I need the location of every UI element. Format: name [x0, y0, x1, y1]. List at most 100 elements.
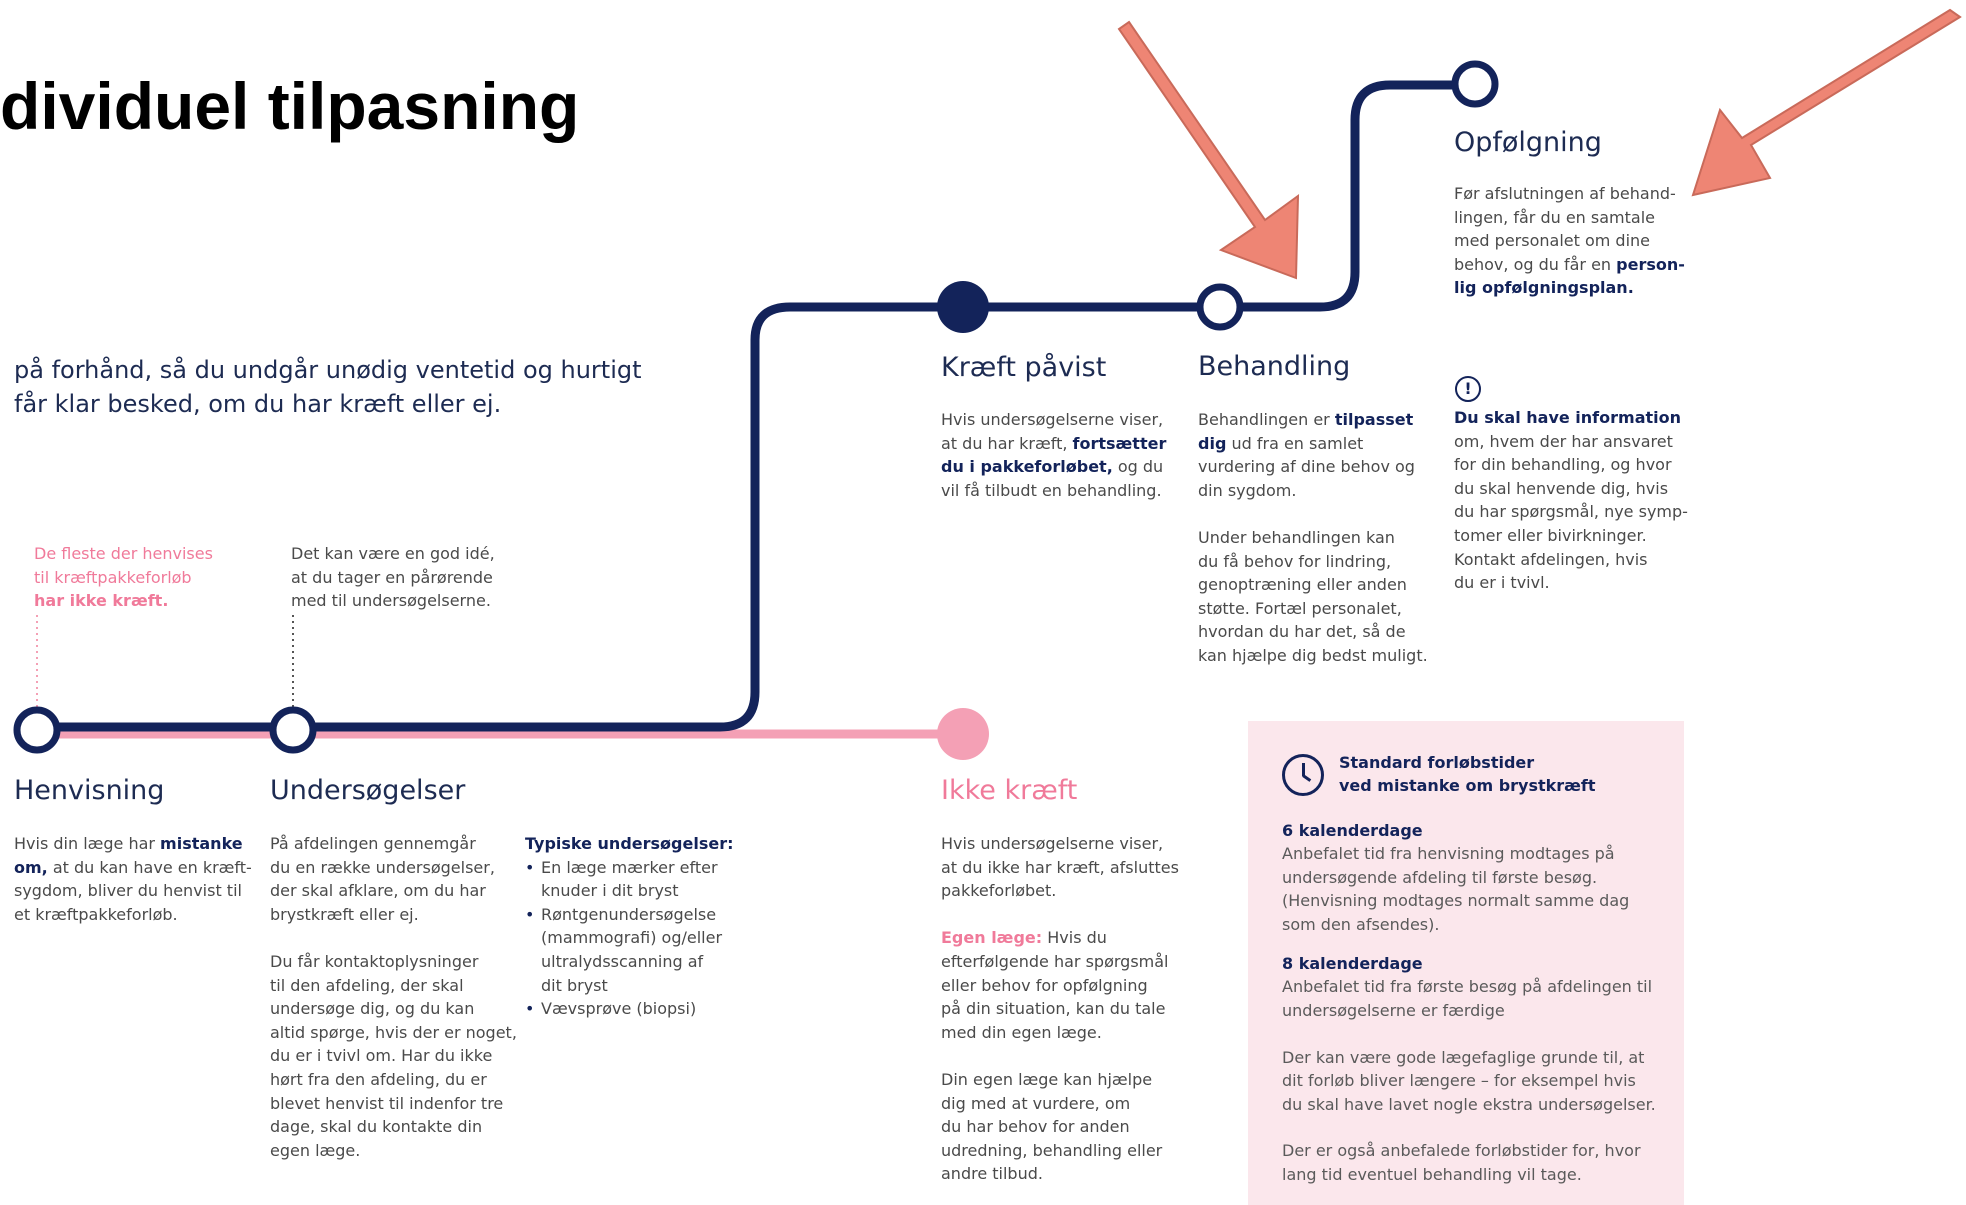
opfolgning-title: Opfølgning: [1454, 127, 1602, 158]
stop-kraeft-pavist: [937, 281, 989, 333]
list-item-line: (mammografi) og/eller: [541, 928, 723, 948]
behandling-line: vurdering af dine behov og: [1198, 457, 1415, 477]
ikke-kraeft-line: du har behov for anden: [941, 1117, 1130, 1137]
intro-text: på forhånd, så du undgår unødig ventetid…: [14, 353, 642, 421]
note-grey-line: at du tager en pårørende: [291, 567, 493, 587]
stop-henvisning: [13, 706, 61, 754]
note-pink-line: til kræftpakkeforløb: [34, 567, 192, 587]
list-item: Røntgenundersøgelse (mammografi) og/elle…: [525, 903, 733, 997]
stop-ikke-kraeft: [937, 708, 989, 760]
kraeft-pavist-text: Hvis undersøgelserne viser, at du har kr…: [941, 408, 1166, 502]
exclamation-icon: !: [1455, 376, 1481, 402]
standard-box-title-line: Standard forløbstider: [1339, 753, 1535, 772]
undersogelser-line: du er i tvivl om. Har du ikke: [270, 1046, 493, 1066]
ikke-kraeft-line: pakkeforløbet.: [941, 881, 1057, 901]
list-item-line: Vævsprøve (biopsi): [541, 999, 697, 1019]
egen-laege-label: Egen læge:: [941, 928, 1043, 948]
ikke-kraeft-line: at du ikke har kræft, afsluttes: [941, 857, 1179, 877]
behandling-line: hvordan du har det, så de: [1198, 622, 1406, 642]
information-line: tomer eller bivirkninger.: [1454, 525, 1647, 545]
ikke-kraeft-line: med din egen læge.: [941, 1022, 1102, 1042]
ikke-kraeft-line: efterfølgende har spørgsmål: [941, 951, 1169, 971]
opfolgning-line: lingen, får du en samtale: [1454, 207, 1655, 227]
deadline-line: Anbefalet tid fra henvisning modtages på: [1282, 844, 1615, 863]
list-item-line: dit bryst: [541, 975, 608, 995]
ikke-kraeft-line: Egen læge: Hvis du: [941, 926, 1179, 950]
list-item-line: En læge mærker efter: [541, 857, 718, 877]
information-line: Kontakt afdelingen, hvis: [1454, 549, 1648, 569]
information-heading: Du skal have information: [1454, 408, 1681, 427]
henvisning-line: Hvis din læge har mistanke: [14, 832, 252, 856]
box-note-line: Der kan være gode lægefaglige grunde til…: [1282, 1047, 1645, 1067]
undersogelser-line: brystkræft eller ej.: [270, 904, 419, 924]
examination-items: En læge mærker efter knuder i dit bryst …: [525, 856, 733, 1021]
standard-box-title-line: ved mistanke om brystkræft: [1339, 776, 1596, 795]
kraeft-pavist-line: Hvis undersøgelserne viser,: [941, 410, 1164, 429]
note-grey-line: Det kan være en god idé,: [291, 544, 495, 563]
text-emphasis: du i pakkeforløbet,: [941, 457, 1113, 477]
list-item: En læge mærker efter knuder i dit bryst: [525, 856, 733, 903]
kraeft-pavist-line: at du har kræft, fortsætter: [941, 432, 1166, 456]
undersogelser-line: til den afdeling, der skal: [270, 975, 464, 995]
opfolgning-line: Før afslutningen af behand-: [1454, 184, 1676, 203]
paragraph-gap: [1282, 1116, 1656, 1139]
stop-behandling: [1196, 283, 1244, 331]
undersogelser-line: blevet henvist til indenfor tre: [270, 1093, 504, 1113]
undersogelser-line: På afdelingen gennemgår: [270, 834, 476, 853]
opfolgning-text: Før afslutningen af behand- lingen, får …: [1454, 182, 1685, 300]
information-line: du er i tvivl.: [1454, 573, 1550, 593]
text-emphasis: dig: [1198, 433, 1227, 453]
list-item-line: knuder i dit bryst: [541, 881, 679, 901]
text-emphasis: mistanke: [160, 834, 243, 853]
henvisning-line: sygdom, bliver du henvist til: [14, 881, 242, 901]
box-note-line: du skal have lavet nogle ekstra undersøg…: [1282, 1094, 1656, 1114]
ikke-kraeft-title: Ikke kræft: [941, 775, 1078, 806]
information-line: du har spørgsmål, nye symp-: [1454, 502, 1688, 522]
opfolgning-line: lig opfølgningsplan.: [1454, 276, 1685, 300]
note-grey-line: med til undersøgelserne.: [291, 591, 491, 611]
text-span: Behandlingen er: [1198, 410, 1335, 429]
text-span: at du kan have en kræft-: [47, 857, 252, 877]
undersogelser-line: Du får kontaktoplysninger: [270, 951, 479, 971]
behandling-title: Behandling: [1198, 351, 1351, 382]
ikke-kraeft-text: Hvis undersøgelserne viser, at du ikke h…: [941, 832, 1179, 1186]
paragraph-gap: [270, 926, 517, 950]
undersogelser-line: der skal afklare, om du har: [270, 881, 486, 901]
behandling-line: du få behov for lindring,: [1198, 551, 1392, 571]
text-emphasis: om,: [14, 857, 48, 877]
behandling-line: dig ud fra en samlet: [1198, 432, 1428, 456]
deadline-line: (Henvisning modtages normalt samme dag: [1282, 891, 1630, 911]
standard-box-content: 6 kalenderdage Anbefalet tid fra henvisn…: [1282, 819, 1656, 1187]
deadline-line: undersøgelserne er færdige: [1282, 1000, 1505, 1020]
page-title: dividuel tilpasning: [0, 69, 580, 143]
standard-times-box: Standard forløbstider ved mistanke om br…: [1248, 721, 1684, 1205]
text-span: Hvis din læge har: [14, 834, 161, 853]
intro-line-1: på forhånd, så du undgår unødig ventetid…: [14, 356, 642, 384]
behandling-line: genoptræning eller anden: [1198, 575, 1407, 595]
ikke-kraeft-line: på din situation, kan du tale: [941, 999, 1166, 1019]
note-pink-line: De fleste der henvises: [34, 544, 213, 563]
undersogelser-line: altid spørge, hvis der er noget,: [270, 1022, 517, 1042]
behandling-line: Under behandlingen kan: [1198, 527, 1395, 547]
navy-main-line: [37, 80, 1475, 732]
ikke-kraeft-line: Hvis undersøgelserne viser,: [941, 834, 1164, 853]
undersogelser-line: du en række undersøgelser,: [270, 857, 495, 877]
box-note-line: dit forløb bliver længere – for eksempel…: [1282, 1071, 1636, 1091]
note-pink: De fleste der henvises til kræftpakkefor…: [34, 542, 213, 613]
henvisning-line: om, at du kan have en kræft-: [14, 856, 252, 880]
typical-examinations-list: Typiske undersøgelser: En læge mærker ef…: [525, 832, 733, 1021]
ikke-kraeft-line: dig med at vurdere, om: [941, 1093, 1131, 1113]
opfolgning-line: behov, og du får en person-: [1454, 253, 1685, 277]
text-span: Hvis du: [1042, 928, 1107, 948]
behandling-line: kan hjælpe dig bedst muligt.: [1198, 645, 1428, 665]
information-line: du skal henvende dig, hvis: [1454, 478, 1669, 498]
text-span: og du: [1112, 457, 1164, 477]
ikke-kraeft-line: udredning, behandling eller: [941, 1140, 1163, 1160]
undersogelser-line: hørt fra den afdeling, du er: [270, 1069, 487, 1089]
undersogelser-line: dage, skal du kontakte din: [270, 1117, 483, 1137]
henvisning-line: et kræftpakkeforløb.: [14, 904, 178, 924]
behandling-line: støtte. Fortæl personalet,: [1198, 598, 1402, 618]
deadline-line: som den afsendes).: [1282, 914, 1440, 934]
arrow-to-behandling: [1117, 20, 1300, 280]
